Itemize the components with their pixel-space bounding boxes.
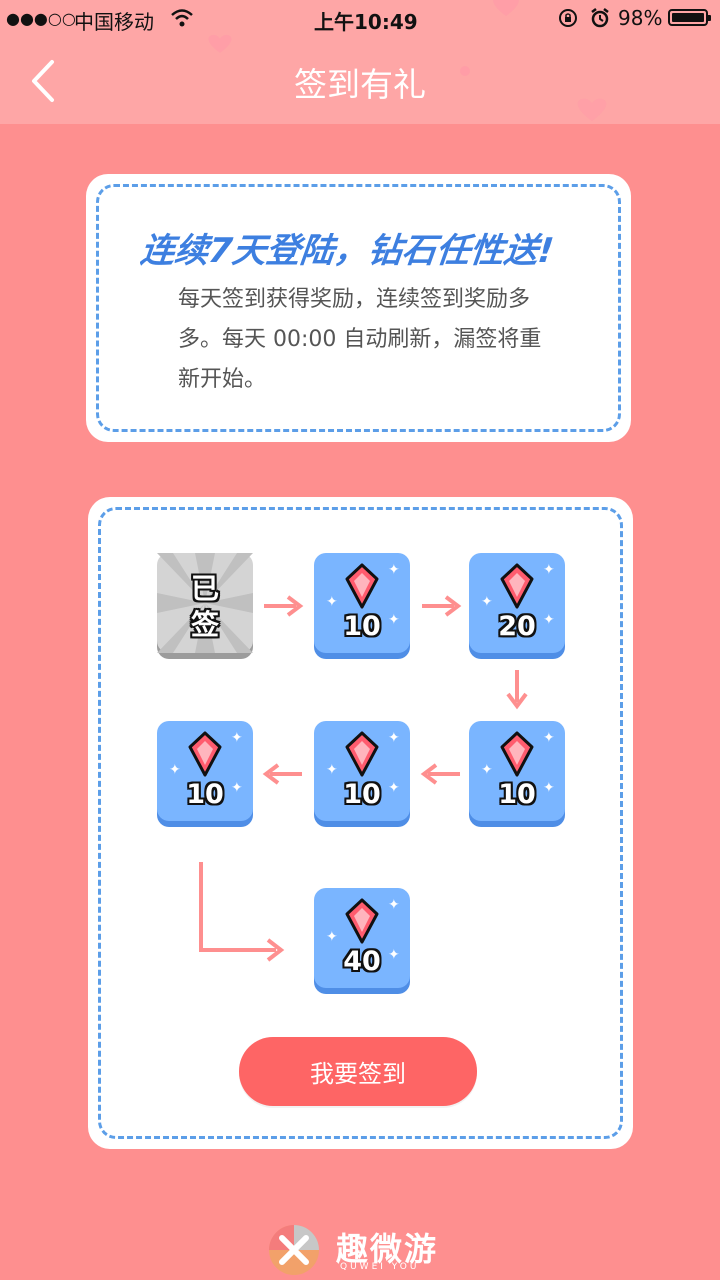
chevron-left-icon bbox=[32, 60, 54, 102]
slogan-text: 连续7天登陆，钻石任性送! bbox=[140, 231, 556, 271]
sunburst-icon bbox=[157, 553, 253, 653]
gem-icon bbox=[345, 898, 379, 944]
reward-value: 10 bbox=[186, 779, 224, 810]
brand-logo: 趣微游 QUWEI YOU bbox=[266, 1222, 466, 1278]
status-bar: ●●●○○ 中国移动 上午10:49 98% bbox=[0, 0, 720, 36]
intro-card bbox=[86, 174, 631, 442]
sparkle-icon: ✦ bbox=[388, 897, 400, 913]
day-tile-7[interactable]: ✦ ✦ ✦ 40 bbox=[314, 888, 410, 994]
sparkle-icon: ✦ bbox=[543, 562, 555, 578]
sparkle-icon: ✦ bbox=[326, 929, 338, 945]
rotation-lock-icon bbox=[559, 9, 577, 27]
sparkle-icon: ✦ bbox=[326, 594, 338, 610]
day-tile-2[interactable]: ✦ ✦ ✦ 10 bbox=[314, 553, 410, 659]
gem-icon bbox=[345, 563, 379, 609]
signin-button[interactable]: 我要签到 bbox=[239, 1037, 477, 1106]
brand-name: 趣微游 bbox=[336, 1230, 439, 1268]
day-tile-4[interactable]: ✦ ✦ ✦ 10 bbox=[469, 721, 565, 827]
arrow-left-icon bbox=[262, 763, 302, 785]
heart-decoration bbox=[493, 0, 519, 16]
sparkle-icon: ✦ bbox=[169, 762, 181, 778]
reward-value: 40 bbox=[343, 946, 381, 977]
header: ●●●○○ 中国移动 上午10:49 98% 签到有礼 bbox=[0, 0, 720, 124]
sparkle-icon: ✦ bbox=[543, 612, 555, 628]
page-title: 签到有礼 bbox=[294, 65, 426, 104]
brand-logo-icon bbox=[269, 1225, 319, 1275]
arrow-down-icon bbox=[506, 670, 528, 710]
signed-label: 已签 bbox=[190, 572, 219, 641]
dot-decoration bbox=[460, 66, 470, 76]
sparkle-icon: ✦ bbox=[231, 730, 243, 746]
heart-decoration bbox=[208, 34, 232, 53]
day-tile-6[interactable]: ✦ ✦ ✦ 10 bbox=[157, 721, 253, 827]
sparkle-icon: ✦ bbox=[388, 780, 400, 796]
sparkle-icon: ✦ bbox=[481, 594, 493, 610]
slogan-banner: 连续7天登陆，钻石任性送! bbox=[140, 228, 559, 274]
carrier-name: 中国移动 bbox=[74, 10, 154, 34]
battery-icon bbox=[668, 9, 711, 26]
sparkle-icon: ✦ bbox=[231, 780, 243, 796]
day-tile-1[interactable]: 已签 bbox=[157, 553, 253, 659]
sparkle-icon: ✦ bbox=[326, 762, 338, 778]
gem-icon bbox=[345, 731, 379, 777]
alarm-icon bbox=[591, 8, 609, 28]
sparkle-icon: ✦ bbox=[481, 762, 493, 778]
day-tile-5[interactable]: ✦ ✦ ✦ 10 bbox=[314, 721, 410, 827]
back-button[interactable] bbox=[24, 56, 68, 106]
gem-icon bbox=[188, 731, 222, 777]
arrow-corner-icon bbox=[199, 862, 285, 962]
arrow-left-icon bbox=[420, 763, 460, 785]
reward-value: 10 bbox=[343, 779, 381, 810]
sparkle-icon: ✦ bbox=[543, 780, 555, 796]
heart-decoration bbox=[577, 98, 607, 122]
gem-icon bbox=[500, 731, 534, 777]
status-time: 上午10:49 bbox=[314, 10, 418, 34]
arrow-right-icon bbox=[422, 595, 462, 617]
day-tile-3[interactable]: ✦ ✦ ✦ 20 bbox=[469, 553, 565, 659]
sparkle-icon: ✦ bbox=[388, 947, 400, 963]
gem-icon bbox=[500, 563, 534, 609]
wifi-icon bbox=[171, 9, 193, 27]
reward-value: 10 bbox=[343, 611, 381, 642]
signal-indicator: ●●●○○ bbox=[6, 9, 76, 28]
sparkle-icon: ✦ bbox=[543, 730, 555, 746]
brand-subtitle: QUWEI YOU bbox=[340, 1262, 420, 1272]
reward-value: 10 bbox=[498, 779, 536, 810]
sparkle-icon: ✦ bbox=[388, 562, 400, 578]
reward-value: 20 bbox=[498, 611, 536, 642]
sparkle-icon: ✦ bbox=[388, 612, 400, 628]
intro-description: 每天签到获得奖励，连续签到奖励多多。每天 00:00 自动刷新，漏签将重新开始。 bbox=[178, 287, 542, 392]
battery-percent: 98% bbox=[618, 6, 663, 30]
sparkle-icon: ✦ bbox=[388, 730, 400, 746]
arrow-right-icon bbox=[264, 595, 304, 617]
